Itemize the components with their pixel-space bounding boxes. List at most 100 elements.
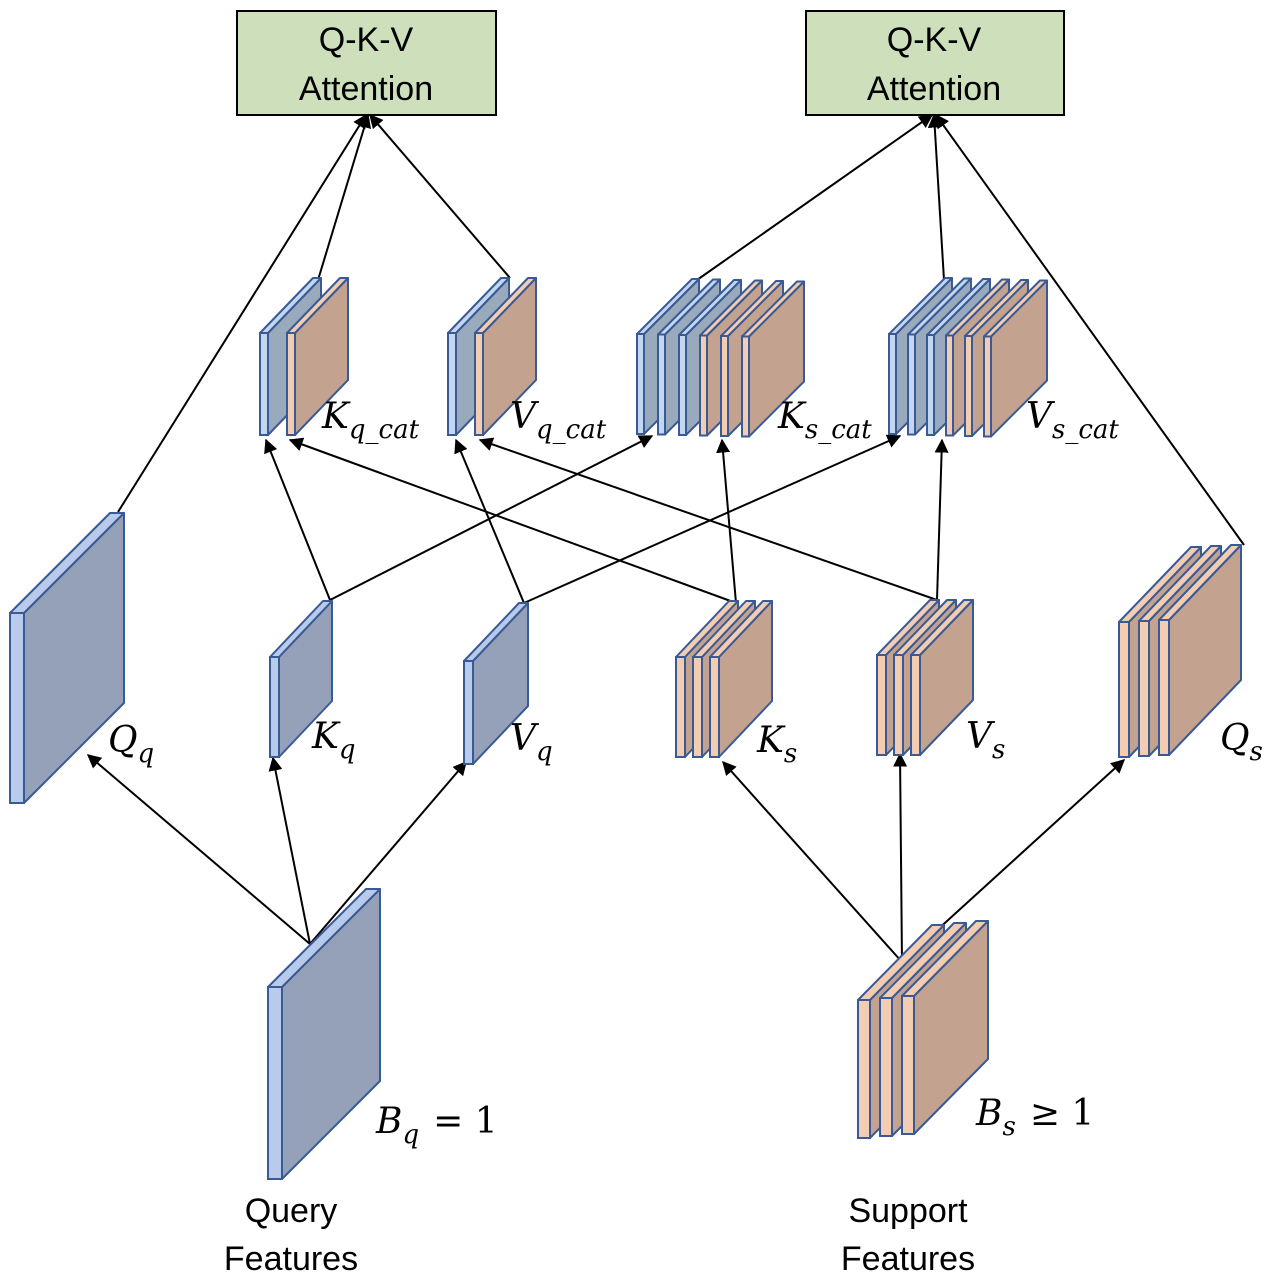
support-features-slab-2-front-edge: [901, 995, 915, 1135]
Ks-slab-2-front-edge: [709, 656, 720, 758]
Vq-cat-slab-1: [474, 277, 537, 436]
Vq-slab-0-front-edge: [463, 660, 474, 765]
support-features-slab-0-front-edge: [857, 999, 871, 1139]
caption-query-line2: Features: [224, 1240, 358, 1278]
arrow-Kq-to-Ks_cat: [329, 435, 654, 601]
Ks-slab-0-front-edge: [675, 656, 686, 758]
label-Vs: Vs: [966, 716, 1005, 765]
attention-box-support-rect: [805, 10, 1065, 116]
label-Vq: Vq: [510, 718, 553, 767]
Qs-slab-2-front-edge: [1158, 619, 1170, 756]
feature-tensors: [9, 277, 1242, 1180]
label-Bq: Bq= 1: [375, 1101, 498, 1150]
Kq-slab-0: [269, 600, 333, 758]
arrow-query_features-to-Qq: [86, 754, 311, 945]
attention-box-support: Q-K-V Attention: [805, 10, 1065, 116]
query-features-slab-0-front-edge: [267, 986, 283, 1180]
label-Kq-cat: Kq_cat: [321, 396, 420, 445]
attention-box-support-line2: Attention: [867, 70, 1001, 108]
support-features-slab-2: [901, 920, 989, 1135]
label-Qs: Qs: [1220, 718, 1263, 767]
Ks-slab-1-front-edge: [692, 656, 703, 758]
Ks-cat-slab-5-front-edge: [741, 335, 750, 438]
Qq-slab-0: [9, 512, 125, 804]
label-Ks-cat: Ks_cat: [777, 396, 872, 445]
Kq-slab-0-front-edge: [269, 656, 280, 758]
attention-box-query-rect: [236, 10, 497, 116]
arrow-Kq_cat-to-attn-query: [317, 113, 372, 281]
tensor-support-features: [857, 920, 989, 1139]
connection-lines: [86, 113, 1245, 963]
Vs-cat-slab-5: [983, 279, 1048, 438]
arrow-query_features-to-Vq: [309, 760, 467, 945]
arrow-Vq-to-Vq_cat: [454, 438, 525, 604]
Kq-cat-slab-1: [286, 277, 349, 436]
Vs-cat-slab-4-front-edge: [964, 335, 973, 437]
tensor-Kq: [269, 600, 333, 758]
attention-box-query-line1: Q-K-V: [319, 21, 414, 59]
tensor-Ks-cat: [636, 278, 805, 438]
attention-box-query: Q-K-V Attention: [236, 10, 497, 116]
caption-support-line1: Support: [848, 1192, 968, 1230]
label-Vq-cat: Vq_cat: [510, 396, 607, 445]
arrow-Kq-to-Kq_cat: [264, 438, 331, 601]
arrow-Vs-to-Vs_cat: [934, 438, 949, 601]
Ks-cat-slab-4-front-edge: [720, 335, 729, 437]
label-Kq: Kq: [311, 716, 356, 765]
tensor-Vs: [876, 599, 974, 756]
Ks-cat-slab-1-front-edge: [657, 333, 666, 436]
Kq-cat-slab-0-front-edge: [259, 332, 269, 436]
attention-box-support-line1: Q-K-V: [887, 21, 982, 59]
label-Bs: Bs≥ 1: [975, 1093, 1094, 1142]
Vs-cat-slab-2-front-edge: [926, 334, 935, 436]
tensor-Ks: [675, 600, 773, 758]
caption-query-line1: Query: [245, 1192, 338, 1230]
arrow-query_features-to-Kq: [268, 756, 311, 945]
arrow-support_features-to-Ks: [722, 760, 903, 963]
Vq-cat-slab-0-front-edge: [447, 332, 457, 436]
tensor-query-features: [267, 888, 381, 1180]
tensor-Kq-cat: [259, 277, 349, 436]
arrow-Vq-to-Vs_cat: [523, 434, 902, 604]
Vq-slab-0: [463, 602, 529, 765]
arrow-Vq_cat-to-attn-query: [369, 113, 511, 279]
arrow-Qs-to-attn-support: [935, 113, 1245, 546]
Ks-cat-slab-5: [741, 280, 805, 438]
Ks-cat-slab-3-front-edge: [699, 334, 708, 437]
attention-box-query-line2: Attention: [299, 70, 433, 108]
Vs-cat-slab-0-front-edge: [888, 333, 897, 435]
label-Vs-cat: Vs_cat: [1026, 396, 1119, 445]
label-Ks: Ks: [756, 720, 797, 769]
arrow-Ks-to-Kq_cat: [288, 437, 737, 604]
tensor-Qq: [9, 512, 125, 804]
Qs-slab-0-front-edge: [1118, 621, 1130, 758]
Vs-cat-slab-5-front-edge: [983, 335, 992, 438]
Vs-slab-2-front-edge: [910, 654, 921, 756]
Qs-slab-2: [1158, 544, 1242, 756]
tensor-labels: Qq Kq Vq Ks Vs Qs Kq_cat Vq_cat Ks_cat V…: [108, 396, 1263, 1278]
Vs-slab-1-front-edge: [893, 654, 904, 756]
label-Qq: Qq: [108, 720, 154, 769]
Vs-cat-slab-1-front-edge: [907, 333, 916, 436]
arrow-Ks_cat-to-attn-support: [696, 114, 934, 281]
tensor-Qs: [1118, 544, 1242, 758]
Vs-cat-slab-3-front-edge: [945, 334, 954, 437]
arrow-Qq-to-attn-query: [117, 113, 367, 513]
Ks-slab-2: [709, 600, 773, 758]
Qq-slab-0-front-edge: [9, 612, 25, 804]
Vs-slab-2: [910, 599, 974, 756]
tensor-Vq: [463, 602, 529, 765]
Ks-cat-slab-0-front-edge: [636, 333, 645, 435]
tensor-Vq-cat: [447, 277, 537, 436]
query-features-slab-0: [267, 888, 381, 1180]
arrow-Vs-to-Vq_cat: [478, 437, 938, 601]
arrow-Ks-to-Ks_cat: [716, 438, 737, 604]
caption-support-line2: Features: [841, 1240, 975, 1278]
Vs-slab-0-front-edge: [876, 654, 887, 756]
arrow-support_features-to-Vs: [893, 752, 908, 963]
Qs-slab-1-front-edge: [1138, 620, 1150, 757]
tensor-Vs-cat: [888, 277, 1048, 438]
Vq-cat-slab-1-front-edge: [474, 332, 484, 436]
arrow-Vs_cat-to-attn-support: [927, 113, 945, 281]
